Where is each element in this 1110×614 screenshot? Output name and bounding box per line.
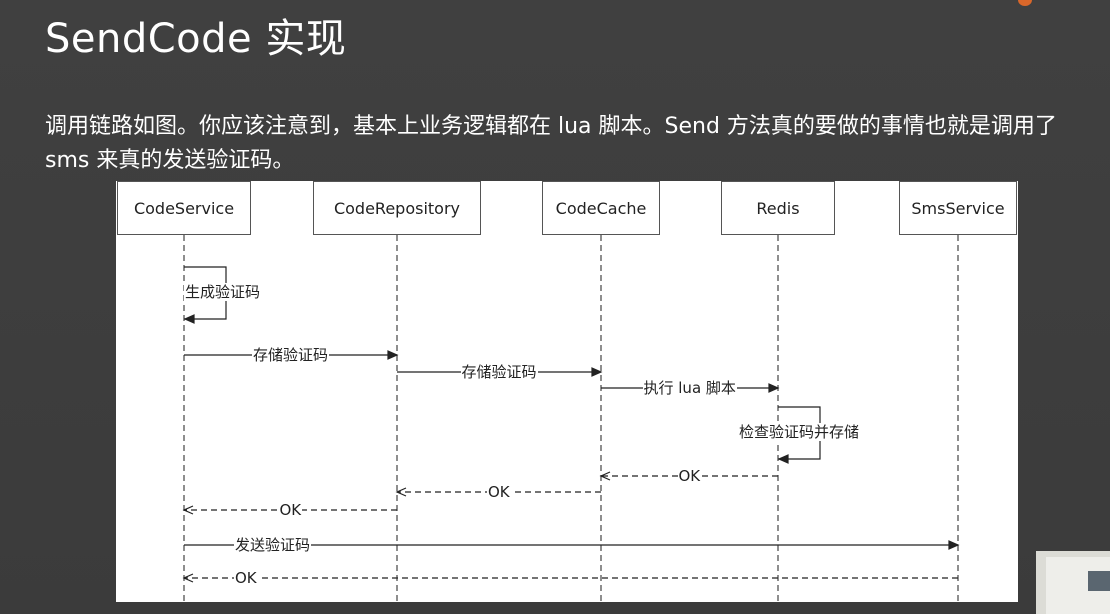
message-label: 检查验证码并存储 [738,423,861,441]
arrow-head [768,383,780,393]
thumbnail-icon [1088,571,1110,591]
participant-coderepository: CodeRepository [313,181,481,235]
arrow-head [599,471,611,481]
arrow-head [182,505,194,515]
arrow-head [183,314,195,324]
message-label: 执行 lua 脚本 [642,379,737,397]
paragraph-line-1: 调用链路如图。你应该注意到，基本上业务逻辑都在 lua 脚本。Send 方法真的… [45,114,1057,139]
message-label: 存储验证码 [252,346,330,364]
participant-smsservice: SmsService [899,181,1017,235]
message-label: OK [487,483,511,501]
arrow-head [182,573,194,583]
accent-dot [1018,0,1032,6]
message-label: 存储验证码 [460,363,538,381]
sequence-diagram-lines [182,235,960,602]
message-label: OK [677,467,702,485]
message-label: 生成验证码 [184,283,262,301]
message-label: OK [234,569,258,587]
message-label: OK [278,501,303,519]
arrow-head [591,367,603,377]
arrow-head [387,350,399,360]
sequence-diagram: CodeService CodeRepository CodeCache Redis S… [116,181,1018,602]
paragraph-line-2: sms 来真的发送验证码。 [45,148,295,173]
arrow-head [948,540,960,550]
slide-title: SendCode 实现 [45,16,347,62]
arrow-head [777,454,789,464]
participant-redis: Redis [721,181,835,235]
participant-codeservice: CodeService [117,181,251,235]
slide-paragraph: 调用链路如图。你应该注意到，基本上业务逻辑都在 lua 脚本。Send 方法真的… [45,110,1105,178]
presenter-thumbnail [1036,551,1110,614]
participant-codecache: CodeCache [542,181,660,235]
arrow-head [395,487,407,497]
message-label: 发送验证码 [234,536,312,554]
